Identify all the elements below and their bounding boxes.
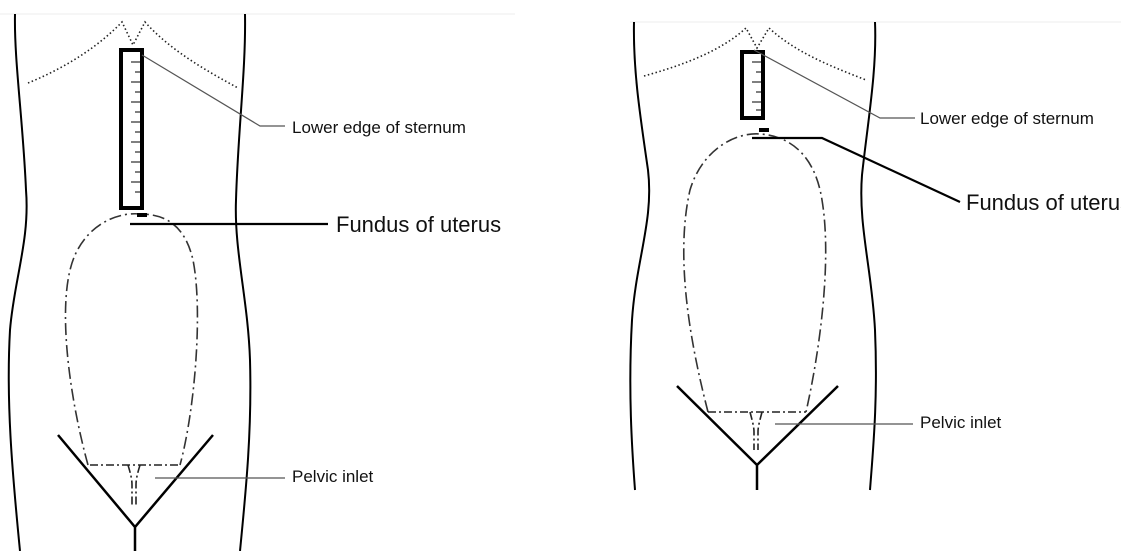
right-body-outline: [861, 22, 876, 490]
sternum-label: Lower edge of sternum: [920, 109, 1094, 128]
fundus-label: Fundus of uterus: [966, 190, 1121, 215]
figure-left: Lower edge of sternum Fundus of uterus P…: [0, 14, 515, 551]
pelvic-inlet-label: Pelvic inlet: [920, 413, 1002, 432]
figure-right: Lower edge of sternum Fundus of uterus P…: [630, 22, 1121, 490]
right-body-outline: [236, 14, 251, 551]
uterus-outline: [684, 134, 826, 412]
pelvic-inlet-label: Pelvic inlet: [292, 467, 374, 486]
measuring-tape: [121, 50, 142, 208]
uterus-outline: [65, 214, 197, 465]
measuring-tape: [742, 52, 763, 118]
sternum-leader-line: [142, 55, 285, 126]
fundus-mark: [759, 128, 769, 132]
left-body-outline: [630, 22, 649, 490]
fundus-leader-line: [752, 138, 960, 202]
pelvic-inlet-line: [90, 465, 180, 505]
sternum-leader-line: [754, 50, 915, 118]
fundus-mark: [137, 213, 147, 217]
pelvis: [677, 386, 838, 490]
left-body-outline: [9, 14, 27, 551]
sternum-label: Lower edge of sternum: [292, 118, 466, 137]
fundus-label: Fundus of uterus: [336, 212, 501, 237]
